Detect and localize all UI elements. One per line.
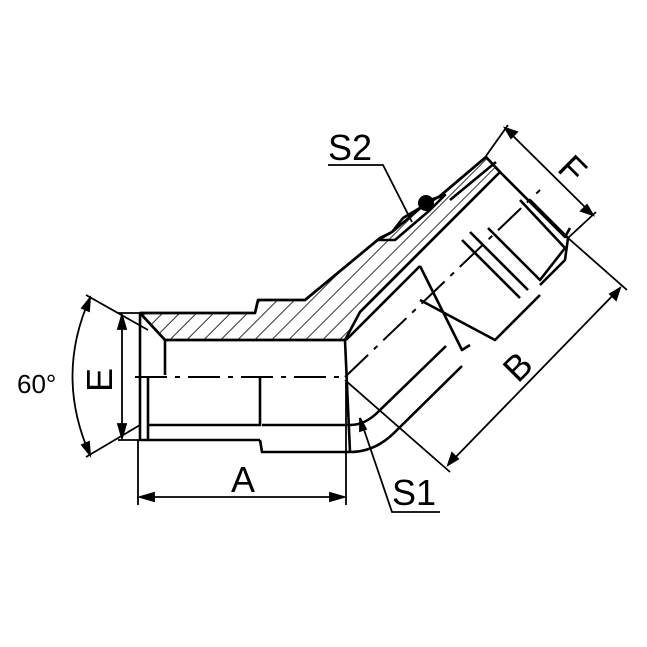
label-s2: S2: [328, 127, 372, 168]
label-e: E: [79, 368, 120, 392]
label-a: A: [231, 459, 255, 500]
label-s1: S1: [392, 472, 436, 513]
o-ring: [418, 195, 434, 211]
label-b: B: [495, 344, 541, 390]
fitting-body: [138, 155, 572, 454]
dimensions: [71, 124, 628, 513]
centerlines: [135, 189, 541, 378]
label-f: F: [550, 147, 595, 192]
label-angle: 60°: [17, 369, 56, 399]
